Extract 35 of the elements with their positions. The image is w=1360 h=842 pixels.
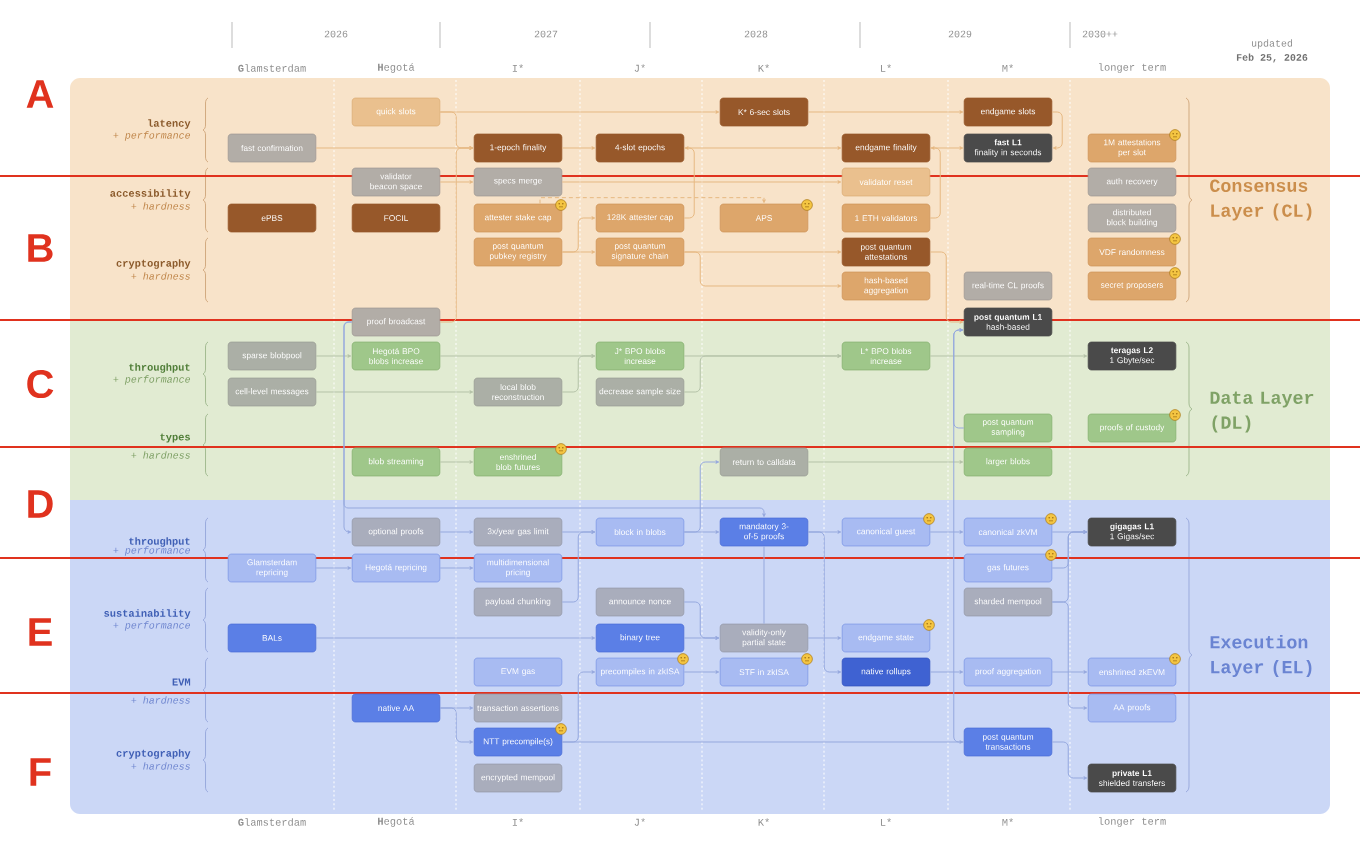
arrow [539,197,766,205]
section-letter: C [27,369,54,399]
arrow [561,146,596,150]
arrow [1051,601,1088,710]
arrow [683,146,842,150]
arrow [683,354,842,393]
arrow [561,250,596,254]
arrow [807,531,842,674]
arrow [929,251,964,324]
arrow [807,110,964,114]
arrow [953,328,965,743]
arrow [439,707,474,744]
layer-label: Consensus Layer (CL) [1210,179,1312,221]
arrow [683,530,720,534]
arrow [439,180,474,184]
arrow [1051,111,1063,150]
arrow [439,146,474,323]
arrow [343,321,353,534]
arrow [929,146,964,150]
section-letter: A [26,80,54,108]
arrow [343,321,766,518]
arrow [561,530,596,603]
section-letter: D [28,490,53,518]
section-letter: E [29,618,52,646]
layer-label: Execution Layer (EL) [1210,635,1312,677]
section-letter: F [30,758,51,786]
arrow [561,180,842,184]
arrow [683,251,842,288]
arrow [683,636,720,640]
arrow [929,146,941,219]
arrow [1051,741,1088,780]
layer-label: Data Layer (DL) [1210,391,1314,433]
arrow [683,146,695,219]
section-letter: B [28,234,53,262]
arrow [561,354,596,393]
